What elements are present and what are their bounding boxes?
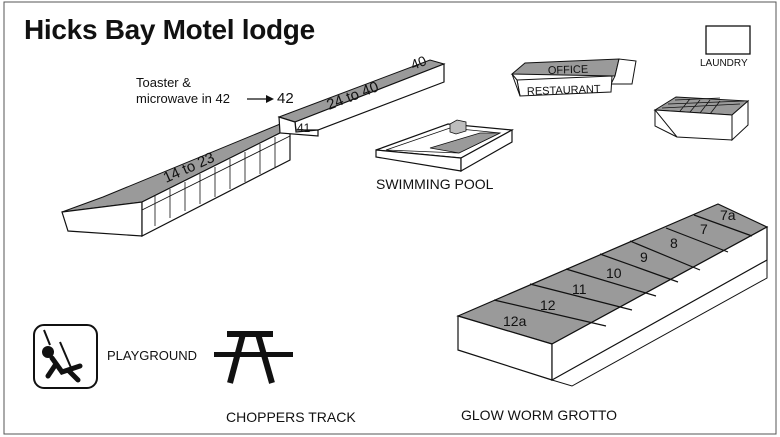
office-restaurant-building [510,58,637,97]
swimming-pool [375,119,515,173]
unit-label: 12 [540,297,556,313]
unit-label: 12a [503,313,527,329]
office-label: OFFICE [548,64,589,77]
block-24-40 [277,59,446,137]
note-unit: 42 [277,90,294,107]
picnic-table-icon [214,331,293,384]
laundry-label: LAUNDRY [700,58,748,69]
unit-label: 7 [700,221,708,237]
playground-label: PLAYGROUND [107,348,198,363]
unit-label: 10 [606,265,622,281]
units-block [456,203,769,387]
unit-label: 7a [720,207,736,223]
unit-label: 9 [640,249,648,265]
glow-worm-grotto-label: GLOW WORM GROTTO [461,407,618,423]
note-line1: Toaster & [136,75,191,90]
note-line2: microwave in 42 [136,91,230,106]
arrow-right-icon [247,95,274,103]
swing-icon [33,324,98,389]
swimming-pool-label: SWIMMING POOL [376,176,494,192]
restaurant-label: RESTAURANT [527,83,601,98]
small-building-east [653,96,750,142]
block-24-40-start-label: 41 [297,121,311,135]
laundry-building [705,25,751,55]
map-title: Hicks Bay Motel lodge [24,14,315,45]
map-frame [3,1,777,435]
unit-label: 11 [572,281,587,297]
block-24-40-end-label: 40 [408,52,428,73]
choppers-track-label: CHOPPERS TRACK [226,409,356,425]
block-14-23 [61,121,291,237]
unit-label: 8 [670,235,678,251]
